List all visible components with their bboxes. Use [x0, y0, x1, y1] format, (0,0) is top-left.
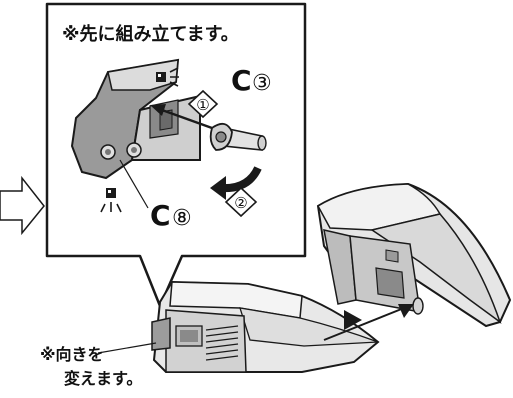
insert-arrow-icon: [150, 104, 213, 130]
bottom-note-line1: ※向きを: [40, 345, 104, 364]
nose-cone-part-bottom: [151, 280, 380, 373]
part-label-bottom: C ⑧: [150, 199, 192, 232]
gate-mark-icon: [156, 67, 179, 87]
step-1-label: ①: [196, 96, 209, 114]
rotate-arrow-icon: [210, 166, 262, 200]
bottom-note-line2: 変えます。: [64, 369, 142, 388]
peg-part: [209, 122, 267, 151]
part-label-top-number: ③: [252, 71, 272, 96]
assembly-arrow-icon: [323, 304, 414, 341]
step-2-label: ②: [234, 194, 247, 212]
nose-cone-part-right: [316, 182, 512, 328]
note-leader-line: [97, 342, 157, 354]
gate-mark-bottom-icon: [100, 188, 122, 213]
part-label-bottom-number: ⑧: [172, 206, 192, 231]
part-label-top-letter: C: [231, 64, 252, 97]
part-label-bottom-letter: C: [150, 199, 171, 232]
vent-lines: [205, 325, 239, 361]
flow-arrow-icon: [0, 175, 45, 236]
step-1-marker: ①: [187, 89, 219, 119]
part-label-top: C ③: [231, 64, 272, 97]
step-2-marker: ②: [224, 186, 258, 218]
callout-note: ※先に組み立てます。: [62, 23, 239, 45]
